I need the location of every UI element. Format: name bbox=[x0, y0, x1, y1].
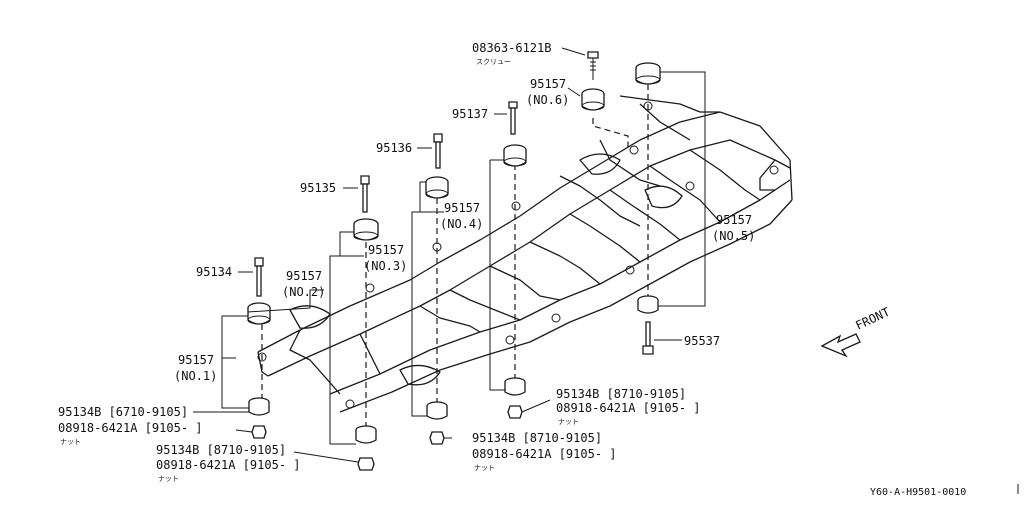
nut-mid-line-a: 95134B [8710-9105] bbox=[156, 443, 286, 457]
cushion-no4-upper bbox=[503, 144, 527, 167]
no1-part-number: 95157 bbox=[178, 353, 214, 367]
no2-position-tag: (NO.2) bbox=[282, 285, 325, 299]
no5-part-number: 95157 bbox=[716, 213, 752, 227]
bolt-95537 bbox=[642, 321, 654, 355]
part-labels: 08363-6121B スクリュー 95157 (NO.6) 95137 951… bbox=[58, 41, 966, 498]
nut-left-line-a: 95134B [6710-9105] bbox=[58, 405, 188, 419]
mount-cushions bbox=[247, 62, 661, 444]
screw-part bbox=[587, 51, 599, 80]
screw-part-number: 08363-6121B bbox=[472, 41, 551, 55]
cushion-no2-lower bbox=[355, 425, 377, 444]
mount-nuts bbox=[251, 405, 523, 471]
front-direction-arrow: FRONT bbox=[820, 305, 892, 358]
cushion-no6 bbox=[581, 88, 605, 111]
mount-bolts bbox=[254, 51, 654, 355]
nut-center-japanese: ナット bbox=[474, 464, 495, 472]
bolt-95537-label: 95537 bbox=[684, 334, 720, 348]
cushion-no5-lower bbox=[637, 295, 659, 314]
cushion-no3-upper bbox=[425, 176, 449, 199]
leader-lines bbox=[193, 47, 708, 463]
nut-left-japanese: ナット bbox=[60, 438, 81, 446]
nut-right-line-b: 08918-6421A [9105- ] bbox=[556, 401, 701, 415]
no2-part-number: 95157 bbox=[286, 269, 322, 283]
no1-position-tag: (NO.1) bbox=[174, 369, 217, 383]
nut-center-line-b: 08918-6421A [9105- ] bbox=[472, 447, 617, 461]
bolt-95135 bbox=[360, 175, 370, 213]
nut-center-line-a: 95134B [8710-9105] bbox=[472, 431, 602, 445]
bolt-95134-label: 95134 bbox=[196, 265, 232, 279]
no6-part-number: 95157 bbox=[530, 77, 566, 91]
bolt-95136-label: 95136 bbox=[376, 141, 412, 155]
bolt-95134 bbox=[254, 257, 264, 297]
cushion-no5-upper bbox=[635, 62, 661, 85]
no6-position-tag: (NO.6) bbox=[526, 93, 569, 107]
nut-right-line-a: 95134B [8710-9105] bbox=[556, 387, 686, 401]
screw-japanese-label: スクリュー bbox=[476, 58, 511, 66]
no3-part-number: 95157 bbox=[368, 243, 404, 257]
bolt-95137 bbox=[508, 101, 518, 135]
no4-part-number: 95157 bbox=[444, 201, 480, 215]
no4-position-tag: (NO.4) bbox=[440, 217, 483, 231]
cushion-no2-upper bbox=[353, 218, 379, 241]
no3-position-tag: (NO.3) bbox=[364, 259, 407, 273]
cushion-no1-upper bbox=[247, 302, 271, 325]
cushion-no1-lower bbox=[248, 397, 270, 416]
alignment-lines bbox=[261, 84, 649, 428]
diagram-code: Y60-A-H9501-0010 bbox=[870, 487, 966, 498]
no5-position-tag: (NO.5) bbox=[712, 229, 755, 243]
nut-mid-line-b: 08918-6421A [9105- ] bbox=[156, 458, 301, 472]
cushion-no3-lower bbox=[426, 401, 448, 420]
bolt-95136 bbox=[433, 133, 443, 169]
chassis-frame bbox=[257, 95, 793, 413]
cushion-no4-lower bbox=[504, 377, 526, 396]
nut-mid-japanese: ナット bbox=[158, 475, 179, 483]
front-label: FRONT bbox=[853, 305, 892, 333]
bolt-95135-label: 95135 bbox=[300, 181, 336, 195]
bolt-95137-label: 95137 bbox=[452, 107, 488, 121]
nut-left-line-b: 08918-6421A [9105- ] bbox=[58, 421, 203, 435]
nut-right-japanese: ナット bbox=[558, 418, 579, 426]
